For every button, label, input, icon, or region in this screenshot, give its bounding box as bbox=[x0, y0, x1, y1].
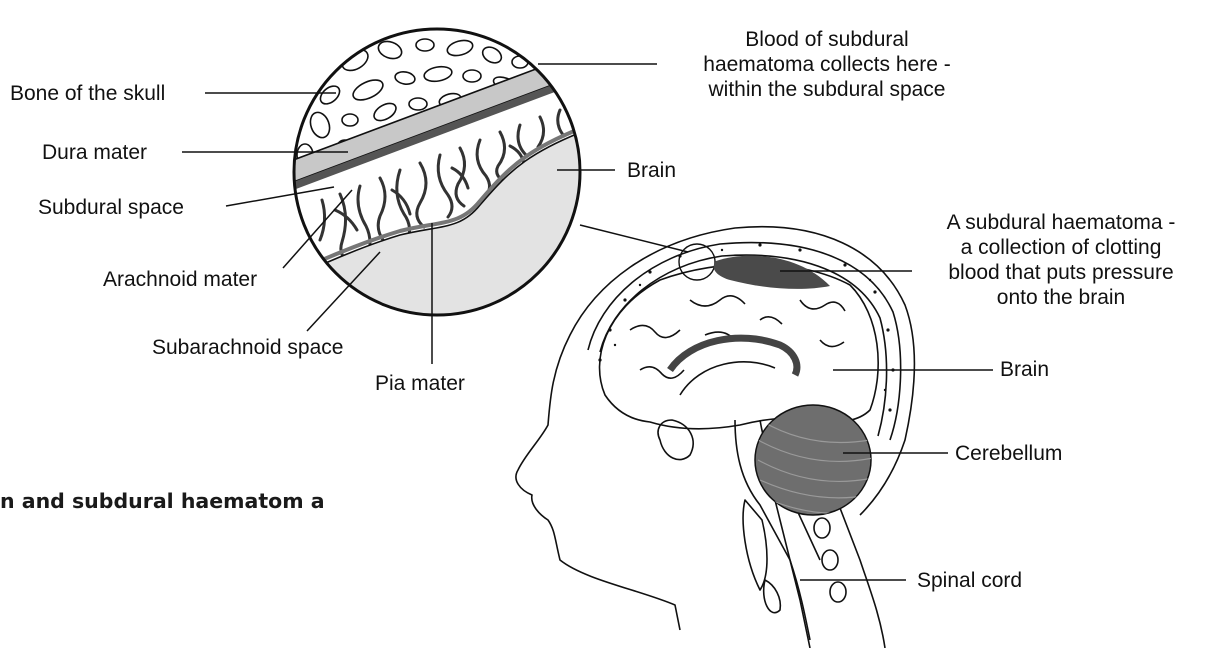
label-bone-of-skull: Bone of the skull bbox=[10, 81, 165, 106]
label-cerebellum: Cerebellum bbox=[955, 441, 1062, 466]
label-haematoma-line-4: onto the brain bbox=[913, 285, 1209, 310]
label-brain: Brain bbox=[1000, 357, 1049, 382]
inset-connector bbox=[580, 225, 688, 252]
label-blood-collects-line-2: haematoma collects here - bbox=[662, 52, 992, 77]
label-haematoma-description: A subdural haematoma - a collection of c… bbox=[913, 210, 1209, 310]
label-blood-collects: Blood of subdural haematoma collects her… bbox=[662, 27, 992, 102]
subdural-haematoma bbox=[714, 256, 830, 289]
label-blood-collects-line-1: Blood of subdural bbox=[662, 27, 992, 52]
cerebellum bbox=[755, 405, 873, 515]
label-pia-mater: Pia mater bbox=[375, 371, 465, 396]
label-subarachnoid-space: Subarachnoid space bbox=[152, 335, 343, 360]
figure-caption: n and subdural haematom a bbox=[0, 489, 325, 513]
corpus-callosum bbox=[670, 338, 797, 375]
label-dura-mater: Dura mater bbox=[42, 140, 147, 165]
label-haematoma-line-3: blood that puts pressure bbox=[913, 260, 1209, 285]
label-brain-inset: Brain bbox=[627, 158, 676, 183]
label-subdural-space: Subdural space bbox=[38, 195, 184, 220]
spinal-column bbox=[775, 495, 885, 648]
label-haematoma-line-2: a collection of clotting bbox=[913, 235, 1209, 260]
label-blood-collects-line-3: within the subdural space bbox=[662, 77, 992, 102]
label-arachnoid-mater: Arachnoid mater bbox=[103, 267, 257, 292]
label-haematoma-line-1: A subdural haematoma - bbox=[913, 210, 1209, 235]
label-spinal-cord: Spinal cord bbox=[917, 568, 1022, 593]
